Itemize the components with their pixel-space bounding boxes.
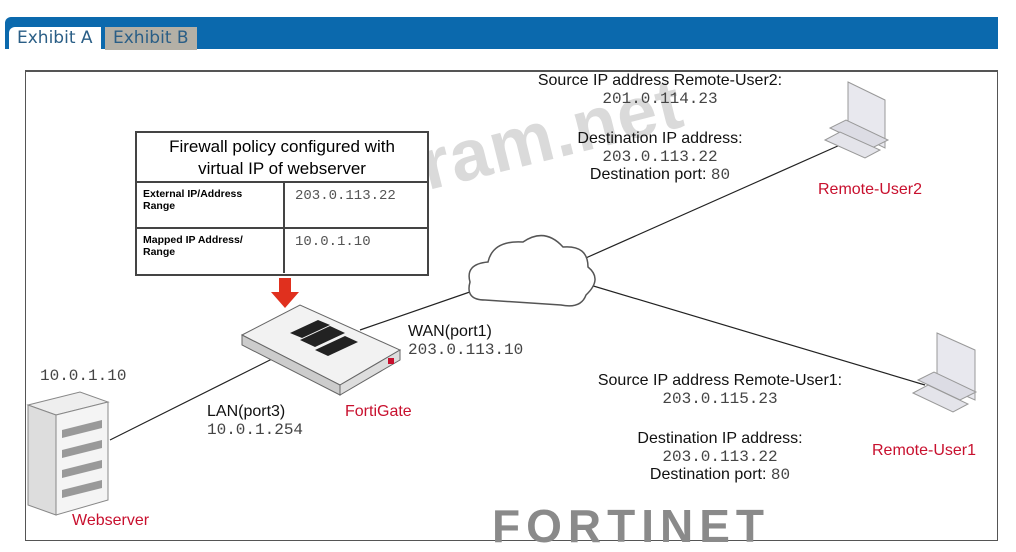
policy-value: 10.0.1.10 (295, 234, 371, 250)
ru1-port-label: Destination port: (649, 466, 767, 483)
remote-user2-label: Remote-User2 (818, 181, 923, 198)
remote-user2-computer-icon (823, 81, 890, 159)
remote-user1-label: Remote-User1 (872, 442, 977, 459)
ru2-dst-ip: 203.0.113.22 (602, 148, 718, 166)
cloud-icon (468, 234, 596, 307)
ru2-src-ip: 201.0.114.23 (602, 90, 718, 108)
diagram-frame (25, 70, 998, 541)
ru1-src-ip: 203.0.115.23 (662, 390, 778, 408)
ru1-dst-label: Destination IP address: (637, 430, 803, 447)
arrow-down-icon (271, 278, 299, 308)
ru2-port: 80 (710, 166, 731, 184)
remote-user2-info: Source IP address Remote-User2: 201.0.11… (500, 72, 820, 184)
policy-key: Mapped IP Address/ Range (137, 229, 285, 273)
remote-user1-computer-icon (911, 332, 978, 413)
policy-row: Mapped IP Address/ Range 10.0.1.10 (137, 229, 427, 273)
lan-ip: 10.0.1.254 (207, 421, 304, 439)
tab-exhibit-b[interactable]: Exhibit B (105, 27, 197, 50)
wan-link (359, 284, 491, 331)
policy-title-line2: virtual IP of webserver (198, 159, 366, 178)
wan-label: WAN(port1) (408, 323, 492, 340)
fortigate-label: FortiGate (345, 403, 412, 420)
lan-info: LAN(port3) 10.0.1.254 (207, 403, 303, 439)
tab-bar: Exhibit A Exhibit B (5, 17, 998, 50)
lan-label: LAN(port3) (207, 403, 286, 420)
policy-value: 203.0.113.22 (295, 188, 396, 204)
webserver-ip: 10.0.1.10 (40, 367, 127, 385)
ru1-port: 80 (770, 466, 791, 484)
fortigate-device-icon (240, 304, 402, 396)
ru2-src-label: Source IP address Remote-User2: (537, 72, 783, 89)
ru2-dst-label: Destination IP address: (577, 130, 743, 147)
fortinet-logo: FORTINET (492, 500, 770, 552)
policy-row: External IP/Address Range 203.0.113.22 (137, 183, 427, 229)
remote-user1-info: Source IP address Remote-User1: 203.0.11… (560, 372, 880, 484)
wan-ip: 203.0.113.10 (408, 341, 524, 359)
ru1-src-label: Source IP address Remote-User1: (597, 372, 843, 389)
link-remote-user2 (569, 144, 841, 266)
webserver-icon (26, 391, 110, 516)
tab-exhibit-a[interactable]: Exhibit A (9, 27, 101, 50)
firewall-policy-table: Firewall policy configured with virtual I… (135, 131, 429, 276)
policy-key: External IP/Address Range (137, 183, 285, 227)
ru2-port-label: Destination port: (589, 166, 707, 183)
policy-title: Firewall policy configured with virtual I… (137, 133, 427, 183)
ru1-dst-ip: 203.0.113.22 (662, 448, 778, 466)
wan-info: WAN(port1) 203.0.113.10 (408, 323, 523, 359)
link-remote-user1 (579, 281, 926, 386)
policy-title-line1: Firewall policy configured with (169, 137, 395, 156)
lan-link (109, 354, 281, 441)
webserver-label: Webserver (72, 512, 150, 529)
